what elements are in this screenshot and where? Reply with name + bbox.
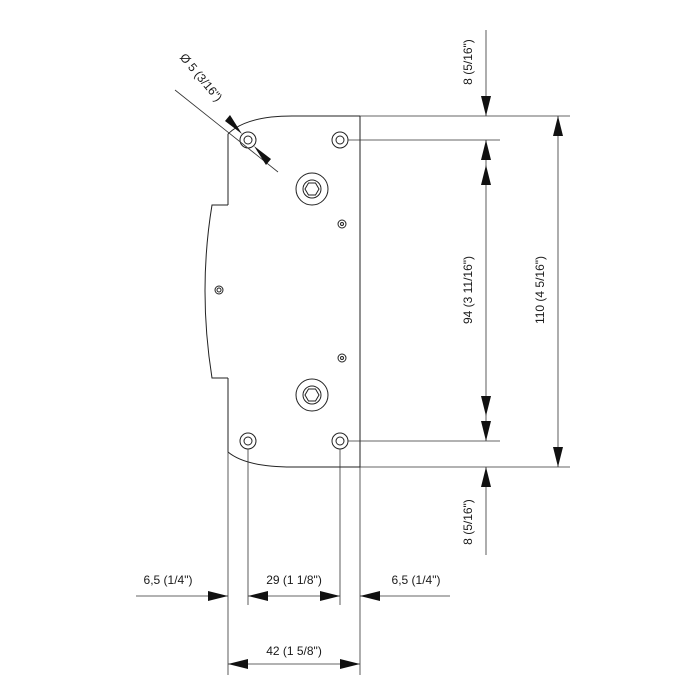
side-tab (204, 204, 228, 379)
extension-lines-right (348, 115, 570, 468)
dim-top-offset-label: 8 (5/16") (461, 39, 475, 85)
dim-hole-diameter-label: Ø 5 (3/16") (177, 51, 225, 105)
mounting-hole-top-left (239, 131, 257, 149)
dim-overall-height-label: 110 (4 5/16") (533, 256, 547, 324)
dim-overall-width (228, 659, 360, 669)
hex-screw-top (295, 172, 329, 206)
extension-lines-bottom (227, 449, 361, 675)
mounting-hole-bottom-right (331, 432, 349, 450)
mounting-hole-bottom-left (239, 432, 257, 450)
dim-left-offset-label: 6,5 (1/4") (144, 573, 193, 587)
hex-screw-bottom (295, 378, 329, 412)
dim-hole-spacing-vertical (481, 165, 491, 416)
dim-left-offset (136, 591, 228, 601)
dim-top-offset (481, 30, 491, 165)
small-pin-bottom (337, 353, 347, 363)
dim-bottom-offset (481, 416, 491, 555)
dim-hole-spacing-horizontal (248, 591, 340, 601)
dim-bottom-offset-label: 8 (5/16") (461, 499, 475, 545)
dim-right-offset-label: 6,5 (1/4") (392, 573, 441, 587)
dim-hole-spacing-horizontal-label: 29 (1 1/8") (266, 573, 322, 587)
dim-overall-height (553, 116, 563, 467)
small-pin-top (337, 219, 347, 229)
dim-overall-width-label: 42 (1 5/8") (266, 644, 322, 658)
mounting-plate (227, 115, 361, 468)
mounting-hole-top-right (331, 131, 349, 149)
dim-right-offset (360, 591, 450, 601)
dim-hole-spacing-vertical-label: 94 (3 11/16") (461, 256, 475, 324)
dim-hole-diameter (174, 89, 279, 173)
